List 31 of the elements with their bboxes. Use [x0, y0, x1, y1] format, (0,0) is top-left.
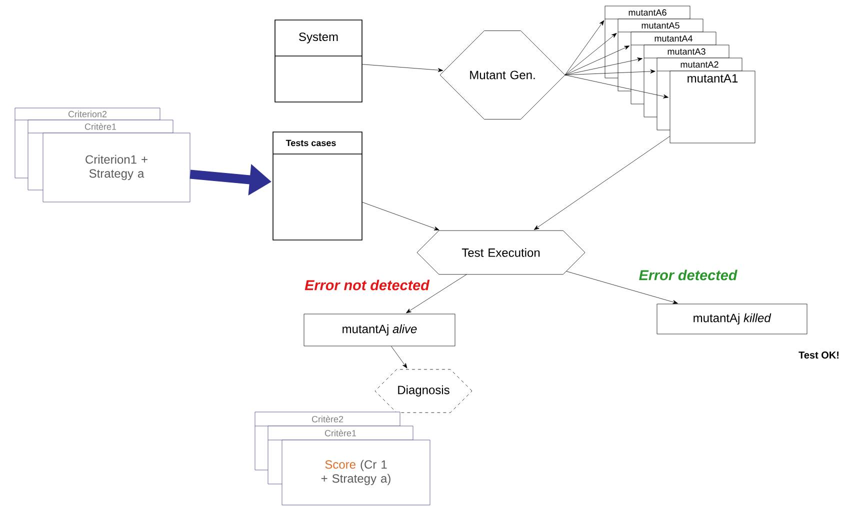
class-box: Tests cases	[272, 132, 362, 240]
mutant-card: mutantA4	[630, 32, 716, 46]
arrow	[406, 274, 467, 314]
class-box: System	[274, 20, 362, 102]
mutant-card: mutantA2	[656, 58, 742, 72]
process-hexagon: Mutant Gen.	[440, 30, 566, 120]
mutant-card: mutantA6	[604, 6, 690, 20]
process-hexagon: Test Execution	[416, 230, 586, 275]
outcome-label: Error detected	[639, 270, 738, 280]
arrow	[564, 74, 668, 98]
result-box: mutantAj alive	[304, 314, 456, 346]
diagnosis-hexagon: Diagnosis	[374, 369, 472, 413]
mutant-card: mutantA5	[618, 18, 704, 32]
outcome-label: Error not detected	[304, 280, 430, 290]
arrow	[564, 20, 604, 76]
arrow	[362, 202, 440, 230]
criterion-card: Criterion2	[14, 108, 160, 120]
arrow	[391, 346, 408, 368]
criterion-card: Critère2	[254, 412, 400, 426]
note-text: Test OK!	[798, 352, 839, 359]
criterion-card: Critère1	[268, 426, 414, 440]
arrow	[564, 58, 642, 76]
arrow	[564, 69, 656, 76]
result-box: mutantAj killed	[656, 304, 808, 334]
arrow	[564, 32, 617, 76]
arrow	[534, 136, 670, 230]
criterion-card: Critère1	[28, 120, 174, 134]
arrow	[566, 271, 678, 304]
mutant-card: mutantA3	[644, 44, 730, 58]
arrow	[362, 64, 444, 72]
arrow	[564, 46, 630, 76]
